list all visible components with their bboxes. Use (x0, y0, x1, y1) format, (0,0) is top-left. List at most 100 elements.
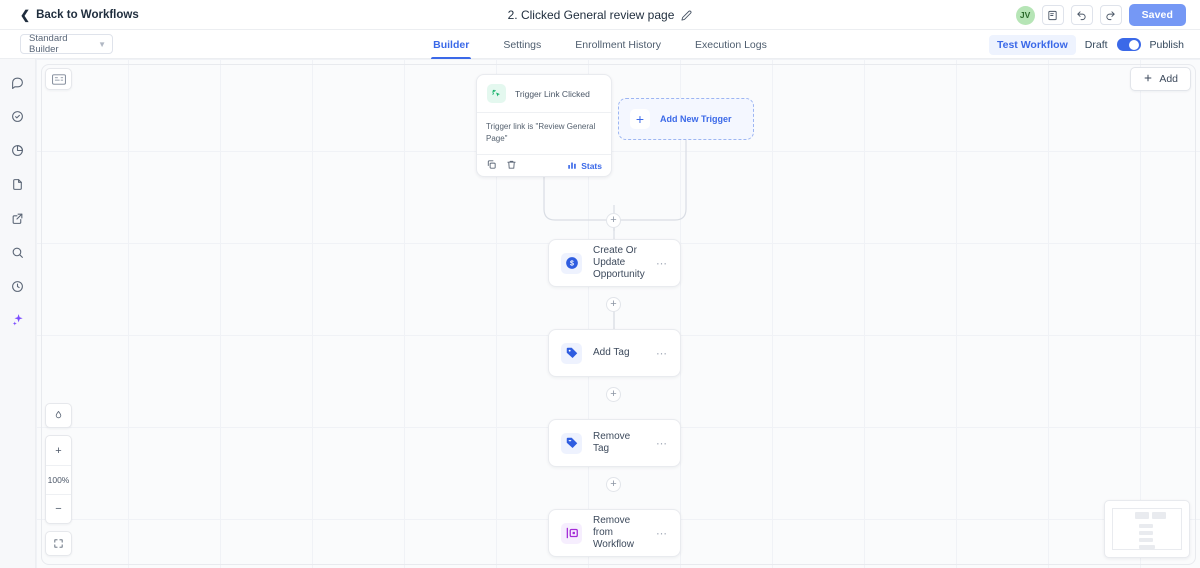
back-to-workflows-label: Back to Workflows (36, 8, 139, 21)
add-button[interactable]: Add (1130, 67, 1191, 91)
add-step-button[interactable]: + (606, 297, 621, 312)
minimap-node (1135, 512, 1149, 519)
rail-item-tasks[interactable] (5, 103, 31, 129)
rail-item-documents[interactable] (5, 171, 31, 197)
add-step-button[interactable]: + (606, 387, 621, 402)
workflow-tabs: Builder Settings Enrollment History Exec… (0, 30, 1200, 59)
add-button-label: Add (1159, 73, 1178, 85)
tag-add-icon (561, 342, 582, 364)
add-new-trigger-button[interactable]: + Add New Trigger (618, 98, 754, 140)
trigger-card-footer: Stats (477, 154, 611, 176)
publish-label: Publish (1149, 38, 1184, 51)
tab-settings[interactable]: Settings (503, 38, 542, 51)
remove-from-workflow-icon (561, 522, 582, 544)
trigger-title: Trigger Link Clicked (515, 88, 590, 99)
minimap[interactable] (1104, 500, 1190, 558)
tab-enrollment-history[interactable]: Enrollment History (575, 38, 662, 51)
tag-remove-icon (561, 432, 582, 454)
undo-icon[interactable] (1070, 5, 1093, 25)
node-row: $ Create Or Update Opportunity ⋯ (549, 240, 680, 286)
trash-icon[interactable] (506, 157, 517, 175)
notes-icon[interactable] (1041, 5, 1064, 25)
trigger-link-click-icon (487, 84, 506, 103)
top-bar: ❮ Back to Workflows 2. Clicked General r… (0, 0, 1200, 30)
ai-sparkle-icon (12, 314, 23, 326)
nav-bar-actions: Test Workflow Draft Publish (988, 30, 1184, 59)
canvas-toggle-icon[interactable] (45, 68, 72, 90)
workflow-node[interactable]: Remove Tag ⋯ (548, 419, 681, 467)
bar-chart-icon (567, 160, 577, 172)
trigger-card-header: Trigger Link Clicked (477, 75, 611, 112)
ellipsis-icon[interactable]: ⋯ (656, 437, 668, 450)
check-circle-icon (12, 110, 23, 122)
node-label: Add Tag (593, 347, 630, 358)
trigger-card-actions (486, 157, 517, 175)
search-icon (12, 247, 23, 258)
node-label: Remove Tag (593, 431, 631, 454)
save-button[interactable]: Saved (1128, 4, 1186, 26)
workflow-node[interactable]: Add Tag ⋯ (548, 329, 681, 377)
zoom-level-label: 100% (46, 465, 71, 494)
tab-builder[interactable]: Builder (431, 30, 472, 59)
back-to-workflows-link[interactable]: ❮ Back to Workflows (20, 9, 139, 21)
node-row: Add Tag ⋯ (549, 330, 680, 376)
fullscreen-icon[interactable] (45, 531, 72, 556)
add-step-button[interactable]: + (606, 213, 621, 228)
stats-label: Stats (581, 160, 602, 171)
chat-bubble-icon (12, 77, 23, 89)
workflow-node[interactable]: Remove from Workflow ⋯ (548, 509, 681, 557)
workflow-canvas[interactable]: Trigger Link Clicked Trigger link is "Re… (36, 59, 1200, 568)
minimap-node (1139, 524, 1153, 528)
workflow-node[interactable]: $ Create Or Update Opportunity ⋯ (548, 239, 681, 287)
nav-bar: Standard Builder ▼ Builder Settings Enro… (0, 30, 1200, 59)
tab-execution-logs[interactable]: Execution Logs (695, 38, 767, 51)
ellipsis-icon[interactable]: ⋯ (656, 347, 668, 360)
publish-toggle[interactable] (1116, 38, 1141, 51)
history-clock-icon (12, 280, 23, 292)
add-new-trigger-label: Add New Trigger (660, 114, 732, 124)
node-label: Create Or Update Opportunity (593, 245, 645, 280)
avatar[interactable]: JV (1015, 5, 1035, 25)
trigger-condition: Trigger link is "Review General Page" (477, 112, 611, 154)
node-row: Remove Tag ⋯ (549, 420, 680, 466)
rail-item-analytics[interactable] (5, 137, 31, 163)
rail-item-ai[interactable] (5, 307, 31, 333)
builder-mode-select[interactable]: Standard Builder ▼ (20, 33, 113, 55)
minimap-viewport (1112, 508, 1182, 550)
rail-item-chat[interactable] (5, 69, 31, 95)
copy-icon[interactable] (486, 157, 497, 175)
zoom-controls: + 100% − (45, 403, 72, 556)
zoom-box: + 100% − (45, 435, 72, 524)
rail-item-history[interactable] (5, 273, 31, 299)
minimap-node (1139, 531, 1153, 535)
trigger-card[interactable]: Trigger Link Clicked Trigger link is "Re… (476, 74, 612, 177)
rail-item-external-link[interactable] (5, 205, 31, 231)
redo-icon[interactable] (1099, 5, 1122, 25)
minimap-node (1139, 545, 1155, 549)
rail-item-search[interactable] (5, 239, 31, 265)
chevron-left-icon: ❮ (20, 7, 31, 22)
chevron-down-icon: ▼ (98, 39, 106, 49)
svg-text:$: $ (570, 261, 574, 268)
external-link-icon (12, 213, 23, 224)
plus-icon: + (630, 109, 650, 129)
dollar-circle-icon: $ (561, 252, 582, 274)
hand-tool-icon[interactable] (45, 403, 72, 428)
document-icon (13, 178, 22, 190)
zoom-in-button[interactable]: + (55, 444, 62, 457)
left-rail (0, 59, 36, 568)
toggle-knob (1129, 39, 1140, 50)
plus-icon (1143, 73, 1153, 86)
add-step-button[interactable]: + (606, 477, 621, 492)
stats-button[interactable]: Stats (567, 160, 602, 172)
test-workflow-button[interactable]: Test Workflow (988, 34, 1076, 55)
node-label: Remove from Workflow (593, 515, 634, 550)
ellipsis-icon[interactable]: ⋯ (656, 527, 668, 540)
ellipsis-icon[interactable]: ⋯ (656, 257, 668, 270)
pencil-icon[interactable] (681, 10, 692, 21)
builder-mode-value: Standard Builder (29, 33, 68, 55)
minimap-node (1152, 512, 1166, 519)
top-bar-actions: JV Saved (1015, 0, 1186, 30)
zoom-out-button[interactable]: − (46, 494, 71, 523)
draft-label: Draft (1084, 38, 1108, 51)
